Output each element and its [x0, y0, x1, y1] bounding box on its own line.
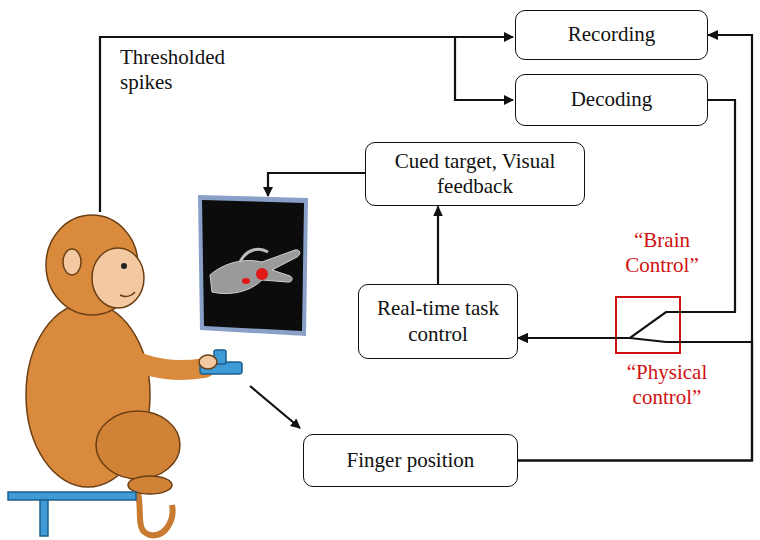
connector-arrow	[518, 100, 735, 338]
spike-wire	[100, 37, 513, 428]
monitor-screen	[198, 195, 308, 336]
process-box: Real-time task control	[358, 284, 518, 359]
box-text: Finger position	[347, 448, 475, 473]
annotation-label: “Physical control”	[612, 360, 722, 410]
annotation-label: Thresholded spikes	[120, 45, 250, 95]
process-box: Decoding	[515, 74, 708, 126]
monkey-figure	[8, 215, 242, 536]
box-text: Cued target, Visual feedback	[375, 149, 575, 199]
box-text: Real-time task control	[368, 296, 508, 346]
annotation-label: “Brain Control”	[612, 228, 712, 278]
connector-arrow	[437, 206, 439, 284]
process-box: Cued target, Visual feedback	[365, 142, 585, 206]
process-box: Recording	[515, 10, 708, 60]
box-text: Recording	[568, 22, 655, 47]
process-box: Finger position	[303, 434, 518, 487]
connector-arrow	[518, 338, 752, 461]
box-text: Decoding	[571, 87, 653, 112]
